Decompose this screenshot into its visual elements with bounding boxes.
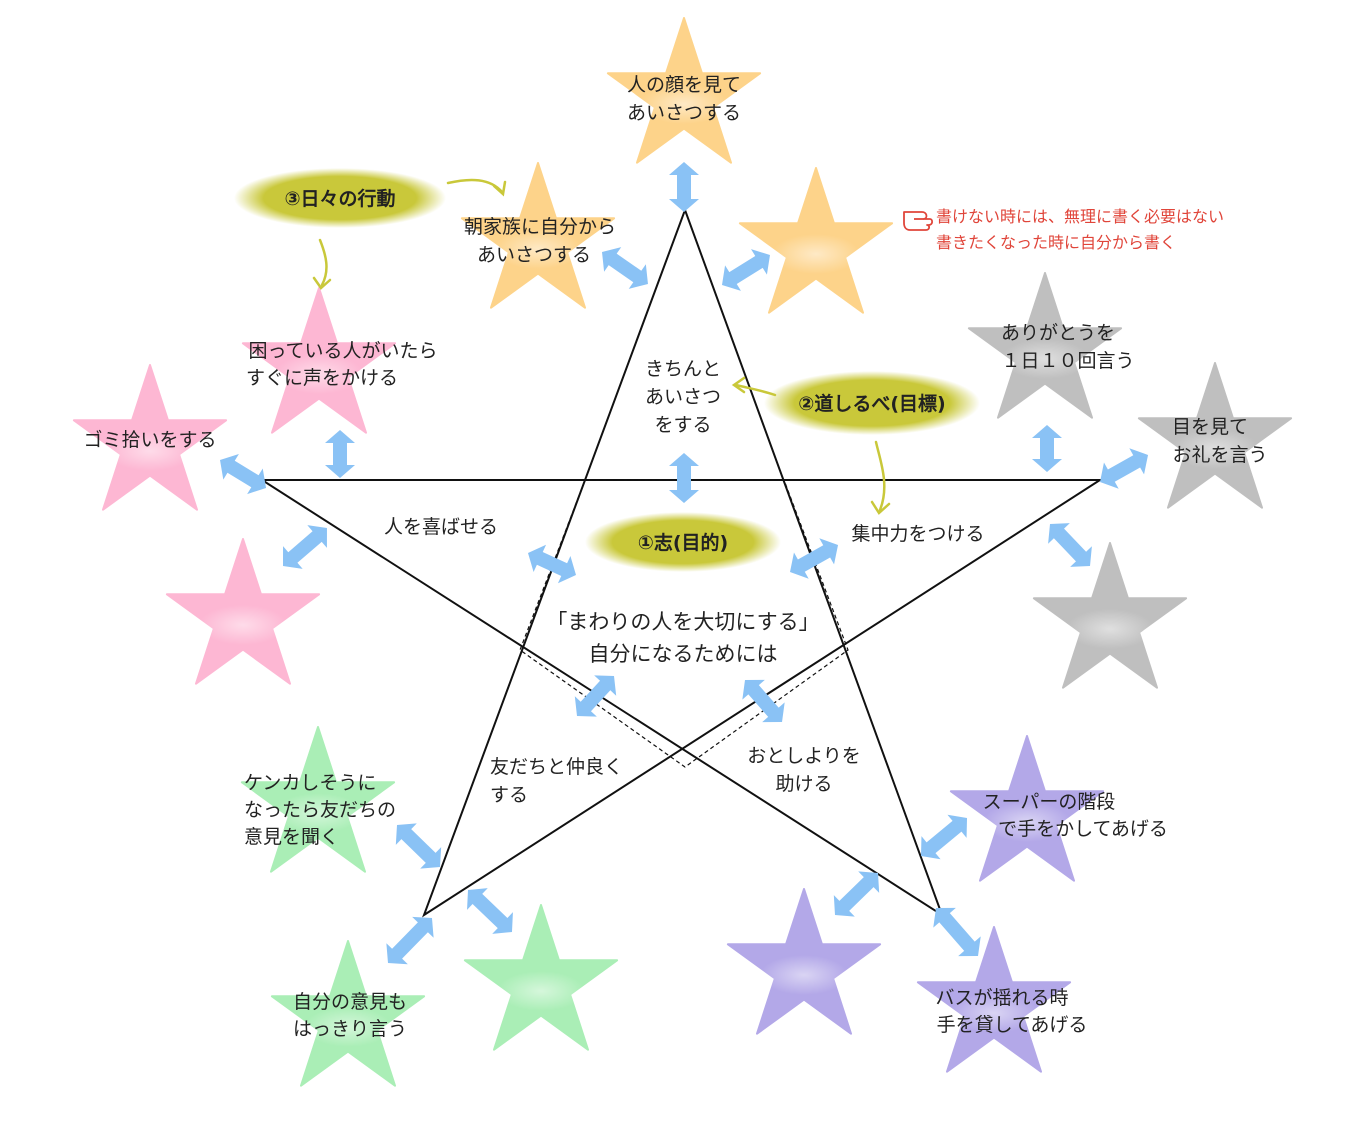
action-yellow-left-line2: あいさつする [477,244,591,266]
arrow-yellow-right [722,249,770,291]
arrow-gray-top [1032,425,1062,472]
goal-bottom-left-line1: 友だちと仲良く [490,756,623,778]
action-purple-bottom-line2: 手を貸してあげる [937,1014,1088,1036]
goal-top-line1: きちんと [645,358,721,380]
star-pink-left-glow [106,431,194,471]
star-green-top-glow [274,793,362,833]
star-yellow-left-glow [494,229,582,269]
pill-guide: ②道しるべ(目標) [764,371,980,435]
action-green-top-line3: 意見を聞く [244,826,339,848]
pointing-hand-icon [903,211,934,231]
action-yellow-top-line1: 人の顔を見て [627,74,741,96]
action-yellow-top-line2: あいさつする [627,102,741,124]
goal-right: 集中力をつける [851,523,984,545]
star-green-right-glow [497,971,585,1011]
center-title-line2: 自分になるためには [589,642,778,666]
arrow-yellow-top [669,162,699,212]
arrow-pink-bottom [283,525,327,569]
action-green-top-line2: なったら友だちの [244,799,396,821]
action-gray-right-line2: お礼を言う [1172,444,1267,466]
goal-bottom-right-line2: 助ける [775,773,832,795]
arrow-pink-top [325,430,355,478]
goal-left: 人を喜ばせる [384,516,498,538]
star-purple-left-glow [760,955,848,995]
center-title-line1: 「まわりの人を大切にする」 [546,610,819,634]
action-purple-top-line2: で手をかしてあげる [998,818,1168,840]
action-pink-left: ゴミ拾いをする [83,429,216,451]
arrow-purple-left [833,871,880,917]
goal-top-line3: をする [654,414,711,436]
star-gray-top-glow [1001,339,1089,379]
star-yellow-top-glow [640,84,728,124]
star-gray-bottom-glow [1066,609,1154,649]
arrow-green-top [395,823,442,869]
star-yellow-right-glow [772,234,860,274]
arrow-gray-bottom [1048,523,1092,567]
arrow-pink-left [220,453,267,495]
goal-bottom-right-line1: おとしよりを [747,745,861,767]
action-purple-top-line1: スーパーの階段 [983,791,1116,813]
star-pink-top-glow [275,354,363,394]
arrow-goal-bottom-left [574,675,617,717]
action-purple-bottom-line1: バスが揺れる時 [935,987,1068,1009]
pill-purpose-label: ①志(目的) [638,531,728,554]
arrow-yellow-left [602,247,648,289]
star-green-bottom-glow [304,1007,392,1047]
arrow-goal-left [528,544,576,584]
pill-daily-label: ③日々の行動 [284,187,395,210]
goal-bottom-left-line2: する [490,784,528,806]
arrow-green-right [467,888,513,934]
note: 書けない時には、無理に書く必要はない 書きたくなった時に自分から書く [903,207,1224,252]
action-green-bottom-line2: はっきり言う [293,1018,407,1040]
star-pink-bottom-glow [199,605,287,645]
note-line1: 書けない時には、無理に書く必要はない [936,207,1224,226]
star-gray-right-glow [1171,429,1259,469]
action-pink-top-line2: すぐに声をかける [246,367,398,389]
action-pink-top-line1: 困っている人がいたら [248,340,437,362]
action-gray-top-line1: ありがとうを [1001,322,1115,344]
note-line2: 書きたくなった時に自分から書く [936,233,1176,252]
arrow-goal-right [790,538,839,579]
goal-top-line2: あいさつ [645,386,721,408]
pill-purpose: ①志(目的) [585,512,781,572]
arrow-gray-right [1100,448,1149,489]
star-purple-top-glow [983,802,1071,842]
arrow-purple-top [921,814,968,860]
pill-pointer-arrows [312,178,891,515]
arrow-goal-bottom-right [742,679,785,723]
action-yellow-left-line1: 朝家族に自分から [464,216,616,238]
star-purple-bottom-glow [950,993,1038,1033]
action-gray-right-line1: 目を見て [1172,416,1248,438]
arrow-green-bottom [386,916,434,965]
arrow-purple-bottom [933,907,981,957]
pill-daily: ③日々の行動 [234,168,446,228]
action-green-bottom-line1: 自分の意見も [293,991,407,1013]
action-gray-top-line2: １日１０回言う [1001,350,1134,372]
pill-guide-label: ②道しるべ(目標) [798,392,945,415]
arrow-goal-top [669,453,699,503]
action-green-top-line1: ケンカしそうに [244,772,376,794]
